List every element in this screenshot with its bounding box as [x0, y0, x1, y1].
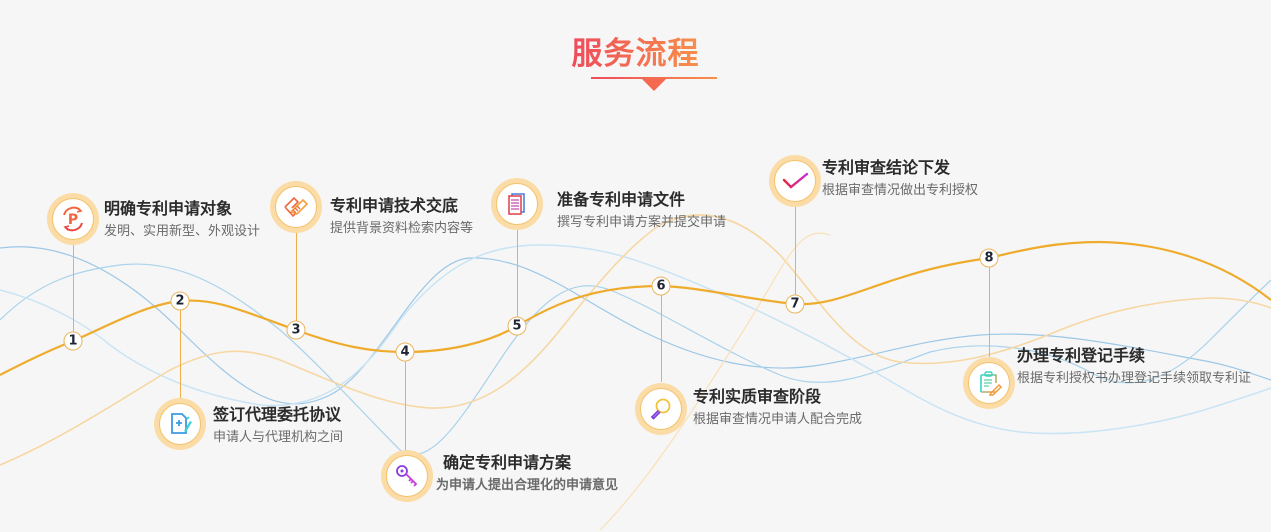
step-5-title: 准备专利申请文件 [557, 190, 686, 209]
step-1-icon-ring: P [47, 193, 99, 245]
step-3-title: 专利申请技术交底 [330, 196, 459, 215]
title-arrow-icon [642, 79, 666, 91]
connector-4 [405, 361, 406, 451]
step-number-8: 8 [979, 248, 999, 268]
svg-text:P: P [68, 212, 78, 228]
step-3-desc: 提供背景资料检索内容等 [330, 221, 474, 236]
step-8-label: 办理专利登记手续 根据专利授权书办理登记手续领取专利证 [1017, 346, 1251, 388]
step-number-4: 4 [395, 342, 415, 362]
clipboard-edit-icon [980, 371, 1003, 396]
step-6-icon-ring [635, 383, 687, 435]
step-7-desc: 根据审查情况做出专利授权 [822, 183, 979, 198]
connector-3 [296, 232, 297, 321]
step-6-desc: 根据审查情况申请人配合完成 [693, 412, 863, 427]
step-2-label: 签订代理委托协议 申请人与代理机构之间 [213, 405, 343, 447]
decor-curve-blue-2 [0, 263, 1271, 456]
step-6-label: 专利实质审查阶段 根据审查情况申请人配合完成 [693, 387, 862, 429]
step-number-2: 2 [170, 291, 190, 311]
step-7-title: 专利审查结论下发 [822, 158, 951, 177]
page-title: 服务流程 [571, 36, 700, 72]
title-container: 服务流程 [0, 34, 1271, 74]
magnifier-icon [650, 398, 671, 420]
step-number-7: 7 [785, 294, 805, 314]
step-3-label: 专利申请技术交底 提供背景资料检索内容等 [330, 196, 473, 238]
step-4-icon-ring [381, 450, 433, 502]
step-2-desc: 申请人与代理机构之间 [213, 430, 344, 445]
step-5-icon-ring [491, 178, 543, 230]
connector-6 [661, 295, 662, 382]
connector-7 [795, 206, 796, 295]
step-number-3: 3 [286, 320, 306, 340]
step-6-title: 专利实质审查阶段 [693, 387, 822, 406]
step-7-icon-ring [769, 155, 821, 207]
step-4-label: 确定专利申请方案 为申请人提出合理化的申请意见 [436, 453, 618, 495]
checkmark-icon [782, 172, 809, 189]
step-8-icon-ring [963, 357, 1015, 409]
step-4-desc: 为申请人提出合理化的申请意见 [436, 478, 619, 493]
decor-curve-orange-2 [599, 232, 831, 531]
step-1-desc: 发明、实用新型、外观设计 [104, 224, 261, 239]
step-4-title: 确定专利申请方案 [443, 453, 572, 472]
step-2-icon-ring [154, 398, 206, 450]
step-5-label: 准备专利申请文件 撰写专利申请方案并提交申请 [557, 190, 726, 232]
decor-curve-orange-1 [0, 214, 1271, 466]
step-number-1: 1 [63, 331, 83, 351]
key-icon [396, 465, 418, 487]
document-add-pen-icon [171, 413, 192, 434]
step-3-icon-ring [270, 181, 322, 233]
documents-icon [508, 193, 525, 215]
step-2-title: 签订代理委托协议 [213, 405, 342, 424]
step-7-label: 专利审查结论下发 根据审查情况做出专利授权 [822, 158, 978, 200]
step-5-desc: 撰写专利申请方案并提交申请 [557, 215, 727, 230]
connector-8 [989, 267, 990, 357]
connector-1 [73, 244, 74, 332]
connector-5 [517, 228, 518, 317]
title-underline [591, 77, 717, 79]
step-number-6: 6 [651, 276, 671, 296]
step-number-5: 5 [507, 316, 527, 336]
decor-curve-blue-1 [0, 246, 1271, 405]
handshake-icon [284, 196, 309, 218]
step-8-desc: 根据专利授权书办理登记手续领取专利证 [1017, 371, 1252, 386]
decor-curve-blue-3 [0, 244, 1271, 435]
patent-p-icon: P [63, 206, 83, 232]
step-1-label: 明确专利申请对象 发明、实用新型、外观设计 [104, 199, 260, 241]
step-1-title: 明确专利申请对象 [104, 199, 233, 218]
connector-2 [180, 310, 181, 400]
step-8-title: 办理专利登记手续 [1017, 346, 1146, 365]
